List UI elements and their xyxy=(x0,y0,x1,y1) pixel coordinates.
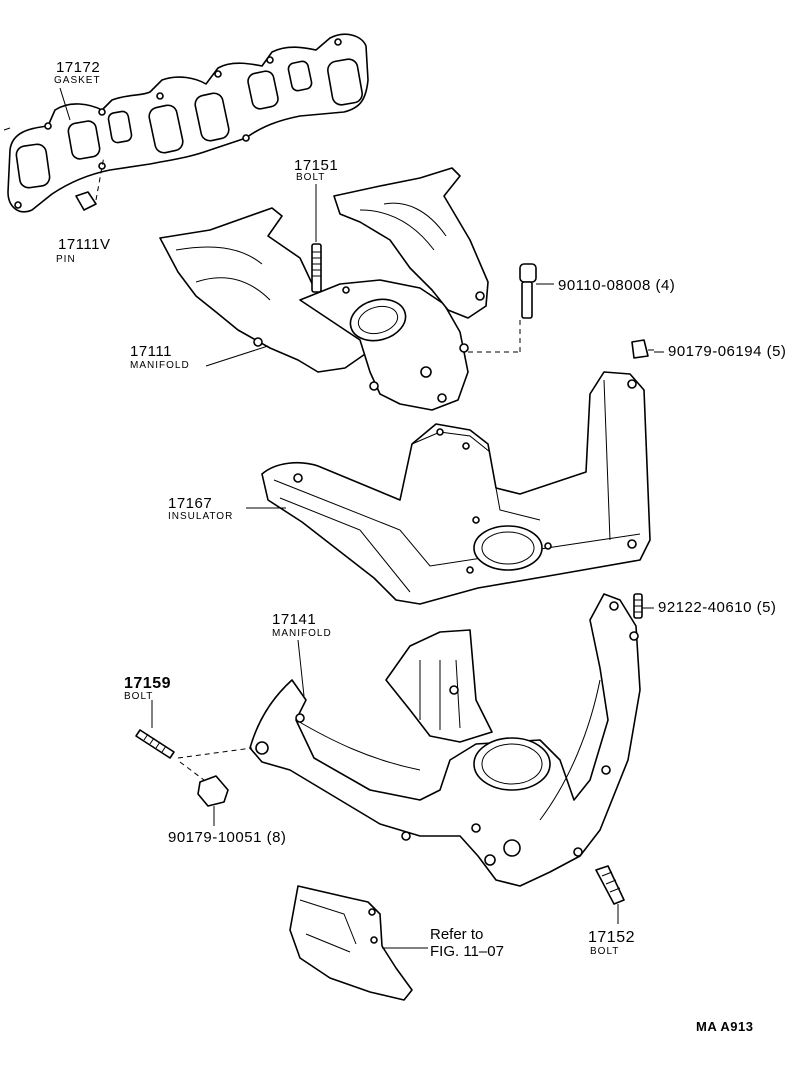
reference-line1: Refer to xyxy=(430,926,484,943)
bolt-17159 xyxy=(135,700,253,759)
bolt-17159-name: BOLT xyxy=(124,691,154,702)
bolt-17159-number: 17159 xyxy=(124,675,171,692)
insulator-17167 xyxy=(261,371,651,605)
reference-line2: FIG. 11–07 xyxy=(430,943,504,960)
bolt-17152-number: 17152 xyxy=(588,929,635,946)
manifold-17111-name: MANIFOLD xyxy=(130,360,190,371)
gasket-number: 17172 xyxy=(56,59,101,76)
insulator-name: INSULATOR xyxy=(168,511,234,522)
drawing-code: MA A913 xyxy=(696,1019,754,1034)
leader-17111 xyxy=(205,345,269,367)
manifold-17141-number: 17141 xyxy=(272,611,317,628)
manifold-17141 xyxy=(249,593,641,887)
nut-10051-number: 90179-10051 (8) xyxy=(168,829,287,846)
manifold-17111-number: 17111 xyxy=(130,343,172,360)
bolt-17152-name: BOLT xyxy=(590,946,620,957)
leader-gasket xyxy=(59,87,71,121)
manifold-17111 xyxy=(159,167,521,411)
pin-17111v xyxy=(75,155,105,211)
bolt-17151-name: BOLT xyxy=(296,172,326,183)
stud-92122-40610 xyxy=(633,593,643,619)
heat-shield xyxy=(289,885,428,1001)
insulator-number: 17167 xyxy=(168,495,213,512)
bolt-17151 xyxy=(311,184,322,293)
nut-06194-number: 90179-06194 (5) xyxy=(668,343,787,360)
stud-92122-number: 92122-40610 (5) xyxy=(658,599,777,616)
bolt-17151-number: 17151 xyxy=(294,157,339,174)
manifold-17141-name: MANIFOLD xyxy=(272,628,332,639)
bolt-17152 xyxy=(595,865,625,924)
pin-number: 17111V xyxy=(58,236,111,253)
leader-17141 xyxy=(297,639,305,697)
bolt-90110-08008 xyxy=(519,263,554,319)
bolt-90110-number: 90110-08008 (4) xyxy=(558,277,676,294)
nut-90179-10051 xyxy=(179,761,229,826)
gasket-name: GASKET xyxy=(54,75,101,86)
nut-90179-06194 xyxy=(631,339,654,359)
gasket-17172 xyxy=(7,33,369,213)
pin-name: PIN xyxy=(56,254,76,265)
